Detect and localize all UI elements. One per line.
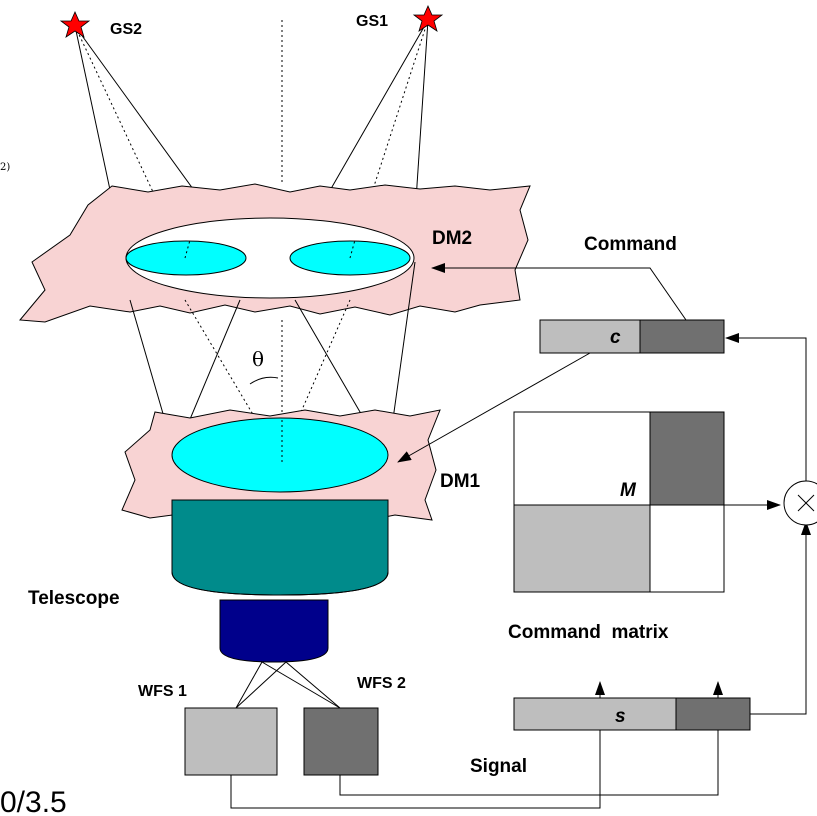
signal-vector-s [513,697,677,731]
multiply-to-command [725,333,807,481]
gs2-star-icon [59,11,91,38]
dm1-label: DM1 [440,471,481,492]
command-vector-c [539,319,641,354]
telescope-body [171,499,389,596]
m-label: M [620,480,637,501]
s-label: s [615,706,626,727]
command-vector-dark [639,319,725,354]
wfs1-label: WFS 1 [138,683,187,700]
c-label: c [610,327,621,348]
fragment-bottom: 0/3.5 [0,786,67,816]
gs1-label: GS1 [356,13,388,30]
wfs-split-lines [235,661,341,709]
command-label: Command [584,234,677,255]
command-matrix [513,411,725,593]
command-to-dm1 [397,352,591,463]
gs1-star-icon [412,5,444,32]
fragment-left: 2) [0,162,10,173]
dm2-label: DM2 [432,228,472,249]
wfs2-label: WFS 2 [357,675,406,692]
telescope-label: Telescope [28,588,120,609]
dm1-pupil [171,417,389,493]
wfs-signal-lines [230,681,723,809]
signal-vector-dark [675,697,751,731]
theta-label: θ [252,347,264,371]
circled-times-icon [783,480,817,526]
wfs-optics [219,599,329,663]
theta-arc [249,376,279,385]
field-dots-upper [184,239,356,259]
wfs2-box [303,707,379,776]
signal-label: Signal [470,756,527,777]
signal-to-multiply [750,521,811,715]
command-matrix-label: Command matrix [508,622,669,643]
wfs1-box [184,707,278,776]
gs2-label: GS2 [110,21,142,38]
command-to-dm2 [431,263,687,321]
gs2-footprint [125,240,247,276]
